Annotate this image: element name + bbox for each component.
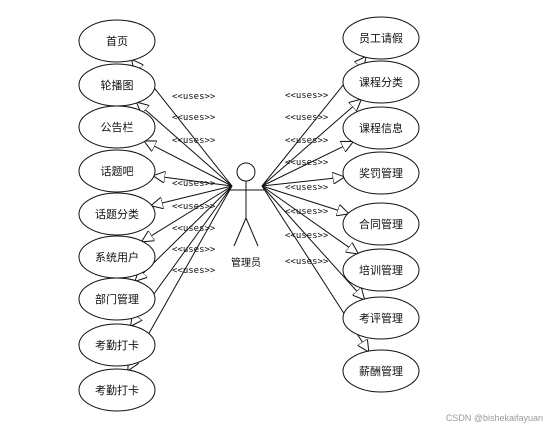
actor-figure bbox=[228, 162, 264, 247]
use-case-ellipse[interactable] bbox=[78, 19, 156, 63]
use-case-label: 考勤打卡 bbox=[95, 383, 139, 397]
use-case-label: 部门管理 bbox=[95, 292, 139, 306]
uses-label-right-8: <<uses>> bbox=[285, 257, 329, 267]
use-case-left-9[interactable]: 考勤打卡 bbox=[78, 368, 156, 412]
relations: <<uses>> <<uses>> <<uses>> <<uses>> <<uses>>… bbox=[128, 57, 368, 370]
use-case-label: 轮播图 bbox=[101, 78, 134, 92]
relation-line-right-7 bbox=[261, 185, 364, 299]
use-case-label: 员工请假 bbox=[359, 31, 403, 45]
use-case-label: 合同管理 bbox=[359, 217, 403, 231]
use-case-ellipse[interactable] bbox=[342, 202, 420, 246]
use-case-right-7[interactable]: 考评管理 bbox=[342, 296, 420, 340]
use-case-label: 系统用户 bbox=[95, 250, 139, 264]
use-case-label: 话题吧 bbox=[101, 165, 134, 178]
relation-line-left-6 bbox=[142, 185, 233, 241]
use-case-right-3[interactable]: 课程信息 bbox=[342, 106, 420, 150]
use-case-ellipse[interactable] bbox=[342, 106, 420, 150]
uses-label-left-3: <<uses>> bbox=[172, 136, 216, 146]
use-case-label: 话题分类 bbox=[95, 207, 139, 221]
use-case-left-5[interactable]: 话题分类 bbox=[78, 192, 156, 236]
use-case-ellipse[interactable] bbox=[78, 323, 156, 367]
use-case-right-1[interactable]: 员工请假 bbox=[342, 16, 420, 60]
use-case-label: 课程信息 bbox=[359, 121, 403, 135]
use-case-ellipse[interactable] bbox=[342, 349, 420, 393]
relation-line-left-5 bbox=[152, 185, 233, 206]
uses-label-left-5: <<uses>> bbox=[172, 202, 216, 212]
relation-line-left-3 bbox=[145, 141, 233, 187]
uses-label-left-2: <<uses>> bbox=[172, 113, 216, 123]
uses-label-left-8: <<uses>> bbox=[172, 266, 216, 276]
relation-line-right-5 bbox=[261, 185, 348, 213]
use-case-label: 课程分类 bbox=[359, 75, 403, 89]
uses-label-left-4: <<uses>> bbox=[172, 179, 216, 189]
actor-label: 管理员 bbox=[231, 256, 261, 269]
uses-label-left-1: <<uses>> bbox=[172, 92, 216, 102]
use-case-left-7[interactable]: 部门管理 bbox=[78, 277, 156, 321]
use-case-label: 考勤打卡 bbox=[95, 338, 139, 352]
relation-line-left-2 bbox=[137, 103, 233, 187]
use-case-label: 公告栏 bbox=[101, 120, 134, 134]
uses-label-right-1: <<uses>> bbox=[285, 91, 329, 101]
use-case-right-5[interactable]: 合同管理 bbox=[342, 202, 420, 246]
watermark: CSDN @bishekaifayuan bbox=[445, 413, 543, 423]
use-case-ellipse[interactable] bbox=[78, 277, 156, 321]
use-case-left-3[interactable]: 公告栏 bbox=[78, 105, 156, 149]
use-case-ellipse[interactable] bbox=[342, 296, 420, 340]
relation-line-right-4 bbox=[261, 177, 344, 187]
relation-line-right-3 bbox=[261, 142, 353, 187]
use-case-left-4[interactable]: 话题吧 bbox=[78, 149, 156, 193]
use-case-ellipse[interactable] bbox=[78, 149, 156, 193]
actor-right-leg bbox=[245, 217, 259, 247]
uses-label-right-7: <<uses>> bbox=[285, 231, 329, 241]
uses-label-left-7: <<uses>> bbox=[172, 245, 216, 255]
use-case-left-6[interactable]: 系统用户 bbox=[78, 235, 156, 279]
use-case-ellipse[interactable] bbox=[78, 105, 156, 149]
use-case-left-1[interactable]: 首页 bbox=[78, 19, 156, 63]
uses-label-right-2: <<uses>> bbox=[285, 113, 329, 123]
use-case-left-2[interactable]: 轮播图 bbox=[78, 63, 156, 107]
use-case-ellipse[interactable] bbox=[342, 151, 420, 195]
use-case-ellipse[interactable] bbox=[342, 60, 420, 104]
use-case-label: 薪酬管理 bbox=[359, 364, 403, 378]
use-case-right-6[interactable]: 培训管理 bbox=[342, 248, 420, 292]
relation-line-right-6 bbox=[261, 185, 358, 253]
use-case-right-8[interactable]: 薪酬管理 bbox=[342, 349, 420, 393]
use-case-label: 培训管理 bbox=[359, 263, 403, 277]
actor-left-leg bbox=[233, 217, 247, 247]
relation-line-right-2 bbox=[261, 100, 361, 187]
uses-label-right-4: <<uses>> bbox=[285, 158, 329, 168]
uses-label-right-5: <<uses>> bbox=[285, 183, 329, 193]
uses-label-right-6: <<uses>> bbox=[285, 207, 329, 217]
use-case-ellipse[interactable] bbox=[342, 16, 420, 60]
use-case-label: 考评管理 bbox=[359, 311, 403, 325]
use-case-label: 首页 bbox=[106, 34, 128, 48]
use-case-ellipse[interactable] bbox=[342, 248, 420, 292]
uses-label-right-3: <<uses>> bbox=[285, 136, 329, 146]
use-case-ellipse[interactable] bbox=[78, 368, 156, 412]
use-case-right-2[interactable]: 课程分类 bbox=[342, 60, 420, 104]
actor-head bbox=[236, 162, 256, 182]
use-case-label: 奖罚管理 bbox=[359, 166, 403, 180]
use-case-ellipse[interactable] bbox=[78, 192, 156, 236]
use-case-right-4[interactable]: 奖罚管理 bbox=[342, 151, 420, 195]
use-case-left-8[interactable]: 考勤打卡 bbox=[78, 323, 156, 367]
relation-line-left-4 bbox=[154, 176, 233, 187]
uses-label-left-6: <<uses>> bbox=[172, 224, 216, 234]
